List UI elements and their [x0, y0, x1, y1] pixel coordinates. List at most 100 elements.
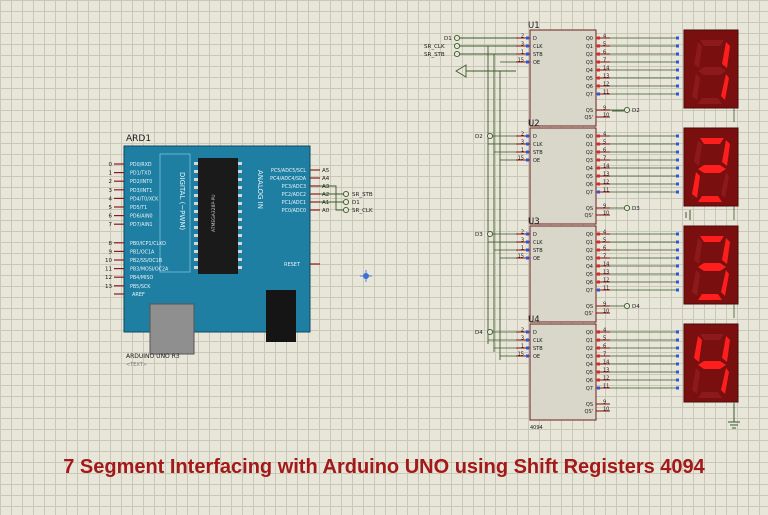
arduino-pin-name: PC1/ADC1: [282, 200, 306, 206]
register-pin-name: Q0: [586, 232, 593, 238]
net-terminal-d1[interactable]: [342, 198, 350, 206]
register-pin-number: 1: [521, 246, 524, 252]
seven-segment-display-4[interactable]: 4: [0, 0, 739, 416]
register-pin-number: 14: [603, 164, 609, 170]
pin-state-icon: [597, 338, 600, 342]
register-pin-name: D: [533, 330, 537, 336]
pin-state-icon: [597, 370, 600, 374]
arduino-pin-number: 12: [105, 275, 112, 281]
input-terminal-d1[interactable]: [453, 34, 461, 42]
reset-pin-label: RESET: [284, 262, 301, 268]
data-output-terminal[interactable]: [623, 204, 631, 212]
arduino-pin-number: A4: [322, 176, 330, 182]
net-terminal-sr-clk[interactable]: [342, 206, 350, 214]
data-input-terminal[interactable]: [486, 230, 494, 238]
input-terminal-sr-clk[interactable]: [453, 42, 461, 50]
register-pin-name: Q1: [586, 142, 593, 148]
segment-d: [698, 196, 722, 202]
ground-symbols: [685, 210, 740, 429]
pin-state-icon: [526, 44, 529, 48]
diagram-caption: 7 Segment Interfacing with Arduino UNO u…: [63, 456, 705, 478]
segment-b: [722, 238, 730, 264]
segment-g: [698, 263, 726, 271]
pin-state-icon: [597, 134, 600, 138]
arduino-pin-number: A2: [322, 192, 329, 198]
register-pin-number: 11: [603, 286, 609, 292]
chip-leg: [238, 202, 242, 205]
register-pin-number: 11: [603, 90, 609, 96]
chip-leg: [238, 170, 242, 173]
display-pin-icon: [676, 362, 679, 366]
chip-leg: [194, 186, 198, 189]
register-pin-number: 10: [603, 113, 609, 119]
probe-marker[interactable]: [360, 270, 372, 282]
arduino-pin-name: PC4/ADC4/SDA: [270, 176, 307, 182]
display-pin-icon: [676, 36, 679, 40]
seven-segment-display-1[interactable]: 1: [0, 0, 739, 122]
pin-state-icon: [597, 190, 600, 194]
register-pin-name: Q6: [586, 84, 593, 90]
pin-state-icon: [526, 338, 529, 342]
register-pin-number: 9: [603, 204, 606, 210]
register-pin-number: 6: [603, 148, 606, 154]
segment-e: [692, 368, 700, 394]
display-pin-icon: [676, 92, 679, 96]
register-pin-name: D: [533, 134, 537, 140]
chip-leg: [238, 266, 242, 269]
pin-state-icon: [597, 256, 600, 260]
segment-e: [692, 270, 700, 296]
data-output-terminal[interactable]: [623, 106, 631, 114]
display-pin-icon: [676, 264, 679, 268]
register-ref: U2: [528, 119, 540, 129]
seven-segment-display-2[interactable]: 2: [0, 0, 739, 220]
register-pin-name: OE: [533, 256, 540, 262]
pin-state-icon: [597, 92, 600, 96]
register-pin-number: 1: [521, 344, 524, 350]
arduino-pin-number: 10: [105, 258, 112, 264]
data-output-label: D3: [632, 206, 640, 212]
arduino-pin-number: 0: [109, 162, 113, 168]
register-pin-number: 7: [603, 58, 606, 64]
register-pin-name: Q7: [586, 288, 593, 294]
register-pin-number: 11: [603, 384, 609, 390]
pin-state-icon: [597, 158, 600, 162]
segment-a: [700, 40, 724, 46]
input-terminal-sr-stb[interactable]: [453, 50, 461, 58]
net-terminal-sr-stb[interactable]: [342, 190, 350, 198]
seven-segment-display-3[interactable]: 3: [0, 0, 739, 318]
segment-c: [721, 270, 729, 296]
pin-state-icon: [597, 44, 600, 48]
seven-segment-displays: 1234: [0, 0, 739, 416]
data-output-label: D4: [632, 304, 640, 310]
register-pin-number: 13: [603, 74, 609, 80]
arduino-uno[interactable]: ARD1 DIGITAL (~PWM) ANALOG IN ATMEGA328P…: [105, 134, 330, 368]
register-pin-number: 6: [603, 246, 606, 252]
data-input-terminal[interactable]: [486, 132, 494, 140]
data-input-terminal[interactable]: [486, 328, 494, 336]
arduino-right-pins: A5PC5/ADC5/SCLA4PC4/ADC4/SDAA3PC3/ADC3A2…: [270, 168, 330, 214]
display-pin-icon: [676, 76, 679, 80]
pin-state-icon: [526, 60, 529, 64]
arduino-pin-name: PB1/OC1A: [130, 249, 155, 255]
arduino-pin-number: A0: [322, 208, 330, 214]
register-pin-name: CLK: [533, 240, 543, 246]
register-pin-number: 6: [603, 344, 606, 350]
arduino-model-label: ARDUINO UNO R3: [126, 353, 180, 360]
register-pin-number: 7: [603, 254, 606, 260]
input-label-sr-stb: SR_STB: [424, 52, 445, 58]
register-pin-name: Q0: [586, 134, 593, 140]
display-pin-icon: [676, 174, 679, 178]
register-pin-name: QS': [585, 311, 593, 317]
arduino-pin-number: 2: [109, 179, 113, 185]
pin-state-icon: [597, 182, 600, 186]
data-output-terminal[interactable]: [623, 302, 631, 310]
register-pin-name: Q6: [586, 378, 593, 384]
register-pin-name: QS': [585, 115, 593, 121]
register-pin-number: 10: [603, 211, 609, 217]
display-pin-icon: [676, 354, 679, 358]
register-pin-name: Q3: [586, 158, 593, 164]
